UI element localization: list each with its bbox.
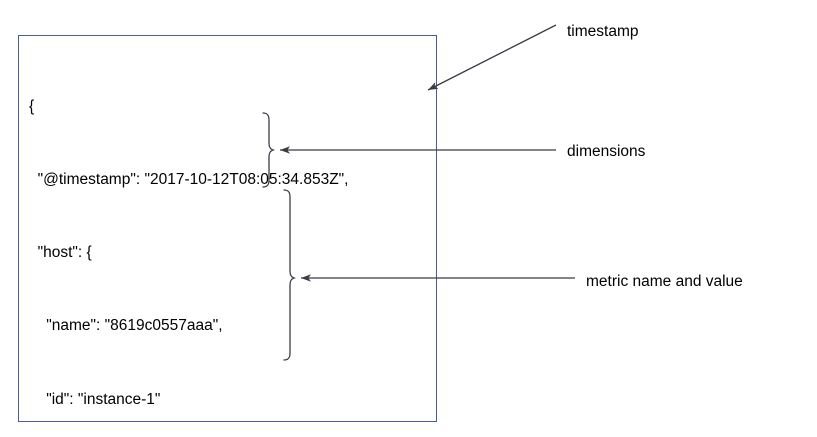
json-line-host-open: "host": { [29,244,92,262]
json-line: { [29,97,35,115]
json-line-host-name: "name": "8619c0557aaa", [29,317,223,335]
annotation-label-dimensions: dimensions [567,143,646,160]
json-line-timestamp: "@timestamp": "2017-10-12T08:05:34.853Z"… [29,171,349,189]
annotation-label-timestamp: timestamp [567,23,639,40]
json-line-host-id: "id": "instance-1" [29,390,161,408]
arrow-timestamp [427,24,557,91]
json-document-box: { "@timestamp": "2017-10-12T08:05:34.853… [18,35,437,422]
json-code-block: { "@timestamp": "2017-10-12T08:05:34.853… [29,46,349,437]
annotation-label-metric: metric name and value [586,273,743,290]
